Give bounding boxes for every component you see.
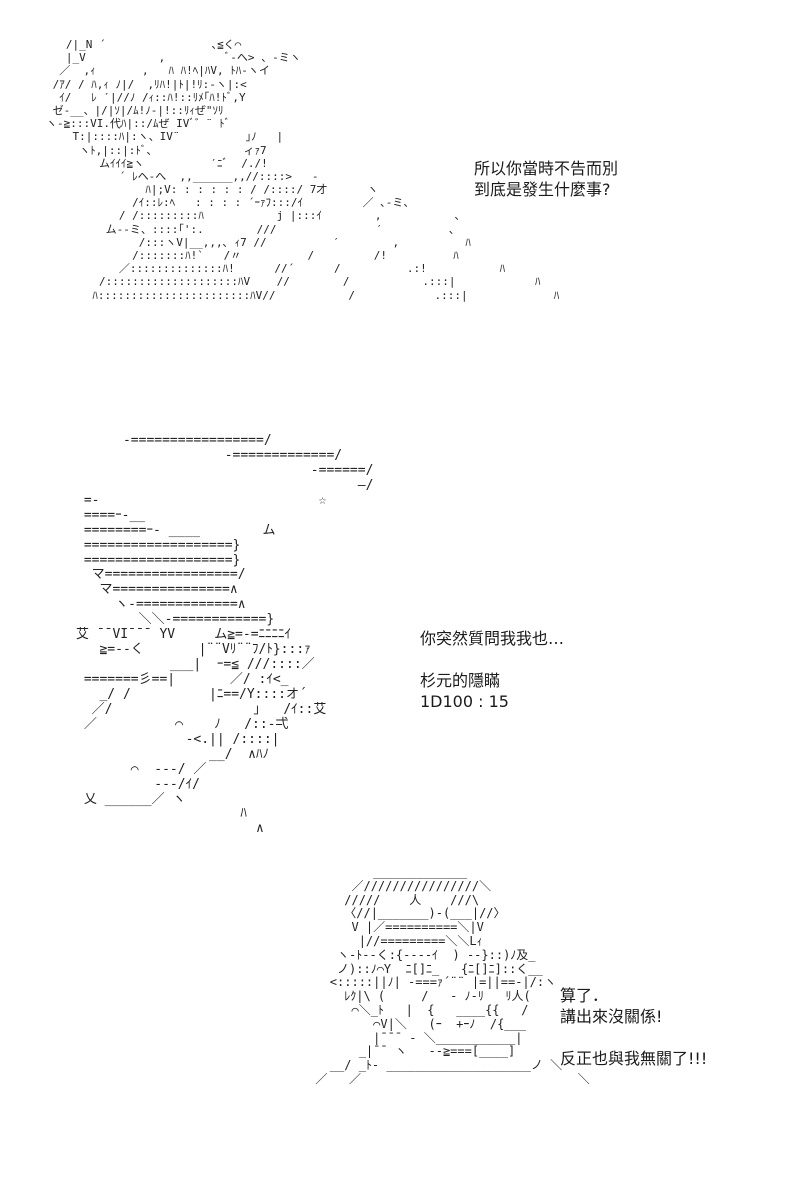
dialogue-caption-reply: 算了． 講出來沒關係! 反正也與我無關了!!!: [560, 985, 707, 1069]
caption-event-label: 杉元的隱瞞: [420, 671, 501, 690]
caption-line: 到底是發生什麼事?: [474, 180, 611, 199]
ascii-art-speed-lines-figure: -=================/ -=============/ -===…: [76, 433, 374, 837]
caption-line: 算了．: [560, 986, 609, 1005]
caption-roll-result: 1D100 : 15: [420, 692, 509, 711]
caption-line: 所以你當時不告而別: [474, 159, 619, 178]
caption-line: 講出來沒關係!: [560, 1007, 663, 1026]
dialogue-caption-question: 所以你當時不告而別 到底是發生什麼事?: [474, 158, 618, 200]
caption-shout: 反正也與我無關了!!!: [560, 1049, 708, 1068]
ascii-art-character-lower: _____________ ／////////////////＼ ///// 人…: [315, 865, 590, 1086]
ascii-art-character-upper: /|_N ´ ､≦く⌒ |_V , ﾞ-へ> 、-ミヽ ／ ,ｨ , ﾊ ﾊ!ﾍ…: [46, 38, 560, 302]
caption-speech: 你突然質問我我也…: [420, 629, 565, 648]
dialogue-caption-dice-roll: 你突然質問我我也… 杉元的隱瞞 1D100 : 15: [420, 628, 564, 712]
